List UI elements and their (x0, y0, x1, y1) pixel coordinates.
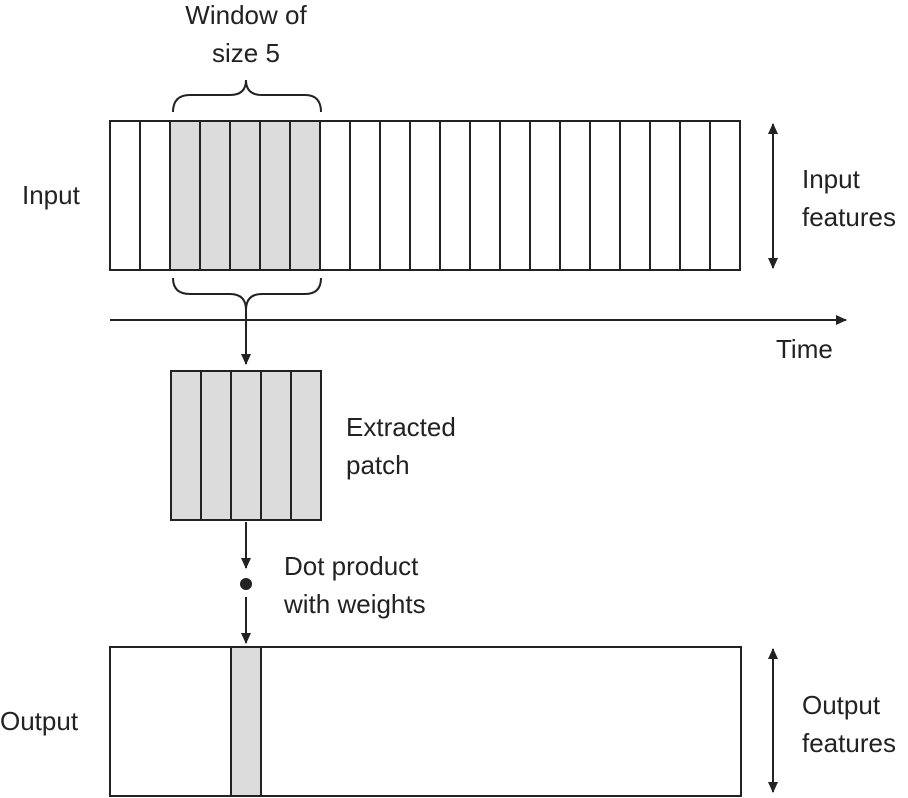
input-features-line2: features (802, 202, 896, 232)
input-timestep-in-window (259, 120, 291, 271)
extracted-patch (170, 370, 322, 521)
window-label: Window of size 5 (176, 0, 316, 72)
input-timestep-in-window (169, 120, 201, 271)
input-timestep (349, 120, 381, 271)
output-sequence (109, 646, 742, 797)
dot-product-line2: with weights (284, 589, 426, 619)
window-label-line1: Window of (185, 0, 307, 30)
input-timestep-in-window (199, 120, 231, 271)
patch-timestep (170, 370, 202, 521)
window-brace-bottom (172, 277, 322, 311)
input-timestep (649, 120, 681, 271)
output-timestep (230, 646, 262, 797)
extracted-patch-label: Extracted patch (346, 408, 456, 484)
input-timestep (139, 120, 171, 271)
input-timestep (439, 120, 471, 271)
output-features-label: Output features (802, 686, 896, 762)
input-timestep (499, 120, 531, 271)
time-label: Time (776, 334, 833, 364)
window-label-line2: size 5 (212, 38, 280, 68)
dot-product-label: Dot product with weights (284, 547, 426, 623)
input-timestep (559, 120, 591, 271)
input-timestep (469, 120, 501, 271)
input-timestep (379, 120, 411, 271)
output-features-line1: Output (802, 690, 881, 720)
input-timestep (619, 120, 651, 271)
input-timestep-in-window (289, 120, 321, 271)
input-timestep (679, 120, 711, 271)
window-brace-top (172, 79, 322, 113)
input-timestep (409, 120, 441, 271)
input-timestep (529, 120, 561, 271)
patch-timestep (200, 370, 232, 521)
input-features-label: Input features (802, 160, 896, 236)
patch-timestep (290, 370, 322, 521)
input-sequence (109, 120, 741, 271)
input-timestep (319, 120, 351, 271)
input-timestep (589, 120, 621, 271)
patch-timestep (230, 370, 262, 521)
input-features-line1: Input (802, 164, 860, 194)
dot-product-line1: Dot product (284, 551, 419, 581)
dot-product-icon (240, 578, 252, 590)
input-timestep-in-window (229, 120, 261, 271)
output-features-line2: features (802, 728, 896, 758)
extracted-patch-line2: patch (346, 450, 410, 480)
input-timestep (709, 120, 741, 271)
input-timestep (109, 120, 141, 271)
patch-timestep (260, 370, 292, 521)
extracted-patch-line1: Extracted (346, 412, 456, 442)
output-label: Output (0, 706, 79, 736)
input-label: Input (22, 180, 80, 210)
